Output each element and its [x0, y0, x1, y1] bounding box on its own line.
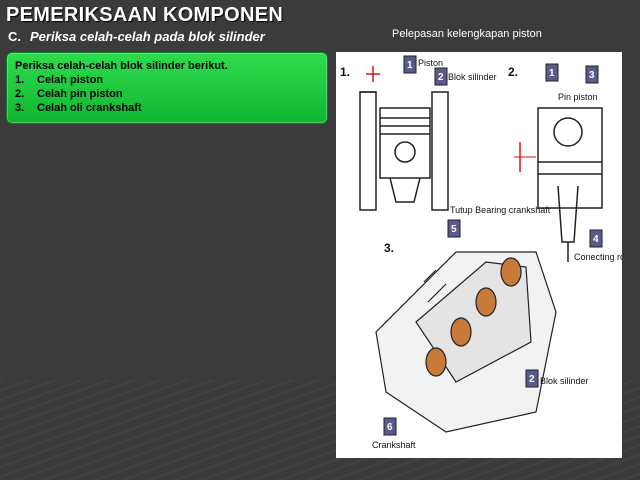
- checklist-box: Periksa celah-celah blok silinder beriku…: [6, 52, 328, 124]
- badge-icon: 1: [403, 55, 417, 74]
- step-3-label: 3.: [384, 241, 394, 255]
- badge-icon: 3: [585, 65, 599, 84]
- step-1-label: 1.: [340, 65, 350, 79]
- label-conecting-rod: Conecting rod: [574, 252, 622, 262]
- subtitle-number: C.: [8, 29, 21, 44]
- badge-icon: 2: [434, 67, 448, 86]
- checklist-item-number: 2.: [15, 88, 25, 100]
- slide-title: PEMERIKSAAN KOMPONEN: [6, 4, 284, 26]
- figure-caption: Pelepasan kelengkapan piston: [392, 28, 542, 40]
- badge-icon: 2: [525, 369, 539, 388]
- checklist-item: 3. Celah oli crankshaft: [15, 101, 319, 115]
- step-2-label: 2.: [508, 65, 518, 79]
- badge-icon: 6: [383, 417, 397, 436]
- checklist-list: 1. Celah piston 2. Celah pin piston 3. Cela…: [15, 73, 319, 115]
- label-piston: Piston: [418, 58, 443, 68]
- checklist-item-text: Celah piston: [37, 74, 104, 86]
- slide-subtitle: C. Periksa celah-celah pada blok silinder: [8, 29, 265, 44]
- svg-text:5: 5: [451, 224, 457, 235]
- checklist-item-text: Celah pin piston: [37, 88, 123, 100]
- label-pin-piston: Pin piston: [558, 92, 598, 102]
- checklist-heading: Periksa celah-celah blok silinder beriku…: [15, 60, 228, 72]
- badge-icon: 5: [447, 219, 461, 238]
- conrod-diagram: [537, 107, 603, 262]
- svg-text:1: 1: [549, 68, 555, 79]
- checklist-item: 2. Celah pin piston: [15, 87, 319, 101]
- checklist-item-text: Celah oli crankshaft: [37, 102, 142, 114]
- label-tutup-bearing: Tutup Bearing crankshaft: [450, 205, 551, 215]
- engine-diagram: 1. 1 Piston 2 Blok silinder 2.: [340, 55, 622, 450]
- checklist-item-number: 1.: [15, 74, 25, 86]
- svg-text:4: 4: [593, 234, 599, 245]
- svg-text:2: 2: [438, 72, 444, 83]
- piston-diagram: [359, 91, 449, 211]
- svg-text:3: 3: [589, 70, 595, 81]
- badge-icon: 1: [545, 63, 559, 82]
- badge-icon: 4: [589, 229, 603, 248]
- label-crankshaft: Crankshaft: [372, 440, 416, 450]
- label-blok-silinder-2: Blok silinder: [540, 376, 589, 386]
- svg-text:2: 2: [529, 374, 535, 385]
- label-blok-silinder: Blok silinder: [448, 72, 497, 82]
- subtitle-text: Periksa celah-celah pada blok silinder: [30, 29, 265, 44]
- engine-figure-panel: 1. 1 Piston 2 Blok silinder 2.: [336, 52, 622, 458]
- svg-text:1: 1: [407, 60, 413, 71]
- cylinder-block-diagram: [375, 251, 557, 433]
- checklist-item: 1. Celah piston: [15, 73, 319, 87]
- checklist-item-number: 3.: [15, 102, 25, 114]
- svg-text:6: 6: [387, 422, 393, 433]
